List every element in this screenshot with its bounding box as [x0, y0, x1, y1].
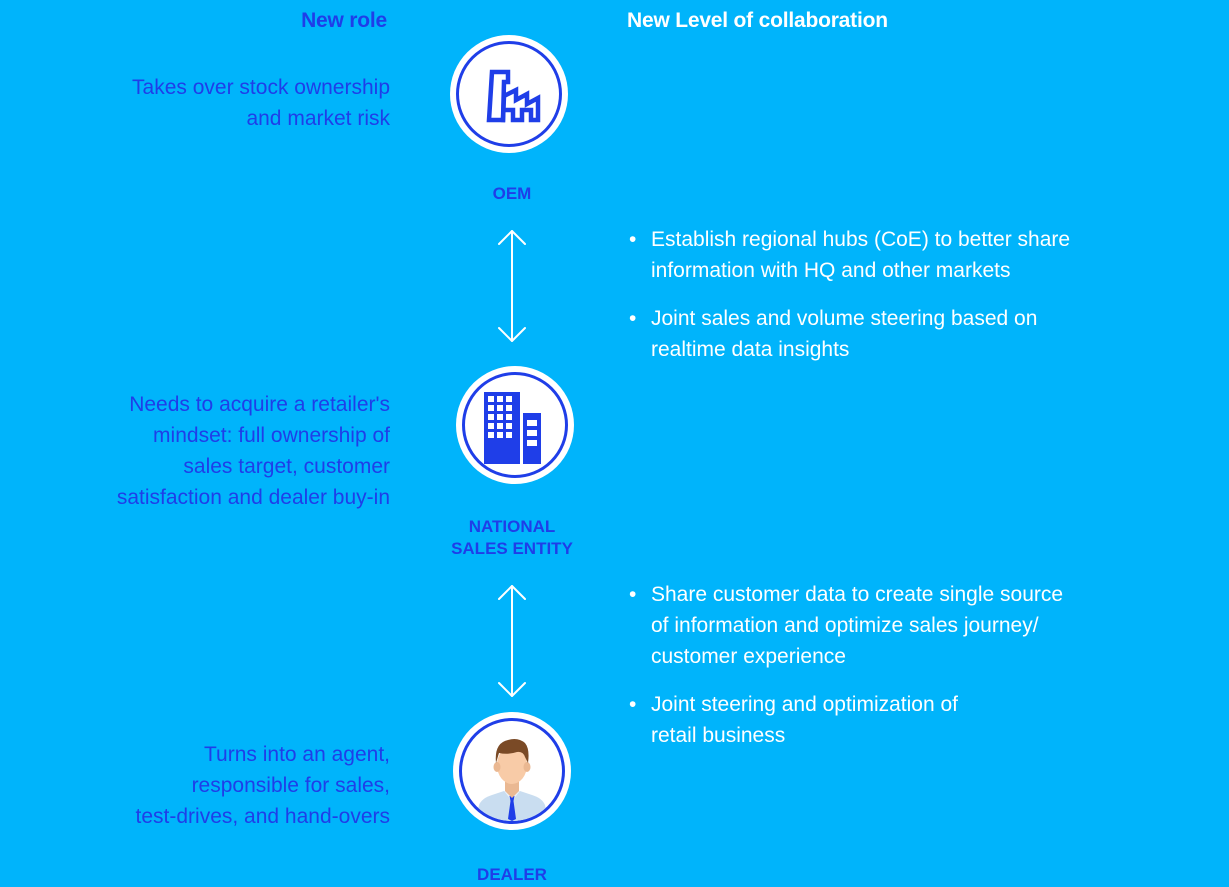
- oem-label: OEM: [492, 184, 532, 203]
- oem-node: [450, 35, 568, 153]
- list-item: Joint steering and optimization of retai…: [627, 689, 1063, 751]
- dealer-node: [453, 712, 571, 830]
- collaboration-header: New Level of collaboration: [627, 9, 888, 32]
- oem-icon-ring: [456, 41, 562, 147]
- dealer-icon-ring: [459, 718, 565, 824]
- national-sales-entity-role-text: Needs to acquire a retailer's mindset: f…: [116, 393, 390, 509]
- bidirectional-arrow-icon: [497, 583, 527, 699]
- national-sales-entity-node: [456, 366, 574, 484]
- new-role-header: New role: [301, 9, 387, 32]
- national-sales-entity-label: NATIONAL SALES ENTITY: [451, 517, 573, 558]
- collaboration-list-oem-nse: Establish regional hubs (CoE) to better …: [627, 224, 1070, 365]
- list-item: Share customer data to create single sou…: [627, 579, 1063, 672]
- dealer-role-text: Turns into an agent, responsible for sal…: [135, 743, 390, 828]
- dealer-label: DEALER: [477, 865, 547, 884]
- collaboration-list-nse-dealer: Share customer data to create single sou…: [627, 579, 1063, 751]
- oem-role-text: Takes over stock ownership and market ri…: [132, 76, 390, 130]
- list-item: Joint sales and volume steering based on…: [627, 303, 1070, 365]
- factory-icon: [486, 69, 541, 123]
- list-item: Establish regional hubs (CoE) to better …: [627, 224, 1070, 286]
- national-sales-entity-icon-ring: [462, 372, 568, 478]
- dealer-person-icon: [476, 739, 548, 821]
- bidirectional-arrow-icon: [497, 228, 527, 344]
- building-icon: [484, 392, 541, 464]
